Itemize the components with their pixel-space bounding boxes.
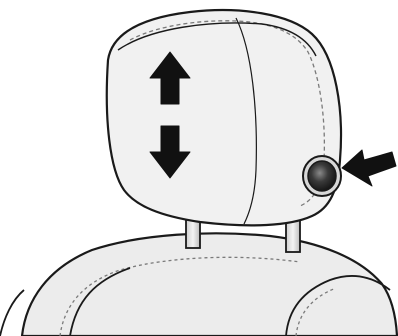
headrest-release-button [303, 156, 341, 196]
headrest [107, 10, 341, 225]
pointer-arrow-icon [342, 150, 396, 186]
